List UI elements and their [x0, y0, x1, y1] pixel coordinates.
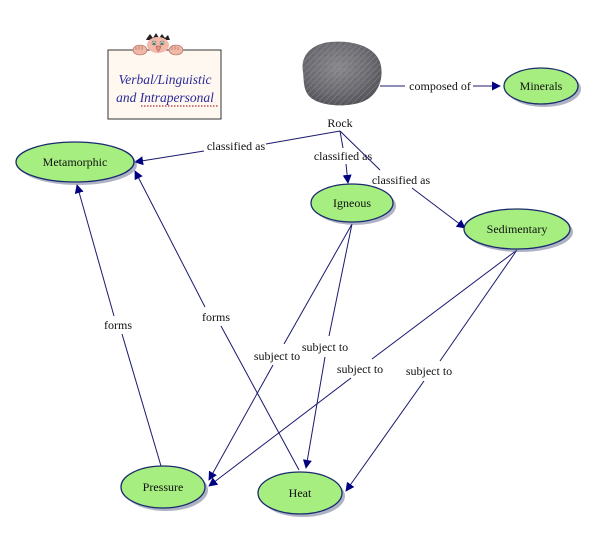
link-label: classified as — [207, 139, 266, 153]
link-label: subject to — [406, 364, 452, 378]
node-label: Heat — [289, 486, 312, 500]
link-subject-sedimentary-pressure[interactable]: subject to — [208, 249, 518, 487]
link-subject-igneous-pressure[interactable]: subject to — [208, 223, 353, 481]
link-label: forms — [202, 310, 230, 324]
node-minerals[interactable]: Minerals — [503, 67, 581, 107]
link-composed-of[interactable]: composed of — [380, 79, 501, 93]
node-label: Minerals — [520, 79, 563, 93]
node-label: Igneous — [333, 196, 371, 210]
node-pressure[interactable]: Pressure — [120, 465, 208, 511]
link-label: classified as — [372, 173, 431, 187]
node-metamorphic[interactable]: Metamorphic — [15, 141, 137, 185]
node-sedimentary[interactable]: Sedimentary — [463, 208, 573, 252]
link-subject-igneous-heat[interactable]: subject to — [302, 223, 353, 469]
node-rock[interactable]: Rock — [302, 41, 382, 130]
node-label: Pressure — [143, 480, 184, 494]
link-label: subject to — [337, 362, 383, 376]
node-label: Rock — [327, 116, 352, 130]
link-label: forms — [104, 318, 132, 332]
link-subject-sedimentary-heat[interactable]: subject to — [345, 249, 518, 492]
link-label: classified as — [314, 149, 373, 163]
link-forms-heat[interactable]: forms — [134, 170, 300, 471]
link-classified-metamorphic[interactable]: classified as — [134, 130, 341, 166]
node-heat[interactable]: Heat — [257, 471, 345, 517]
intelligence-sign: Verbal/Linguistic and Intrapersonal — [107, 33, 222, 120]
sign-line-2: and Intrapersonal — [116, 90, 214, 105]
node-igneous[interactable]: Igneous — [310, 183, 396, 225]
node-label: Sedimentary — [487, 222, 548, 236]
node-label: Metamorphic — [43, 155, 108, 169]
link-label: subject to — [254, 349, 300, 363]
link-forms-pressure[interactable]: forms — [74, 184, 162, 467]
link-classified-igneous[interactable]: classified as — [314, 130, 373, 184]
peeking-person-icon — [132, 33, 184, 56]
link-classified-sedimentary[interactable]: classified as — [339, 130, 466, 229]
sign-line-1: Verbal/Linguistic — [118, 72, 211, 87]
rock-image — [302, 41, 382, 106]
link-label: composed of — [409, 79, 471, 93]
link-label: subject to — [302, 340, 348, 354]
